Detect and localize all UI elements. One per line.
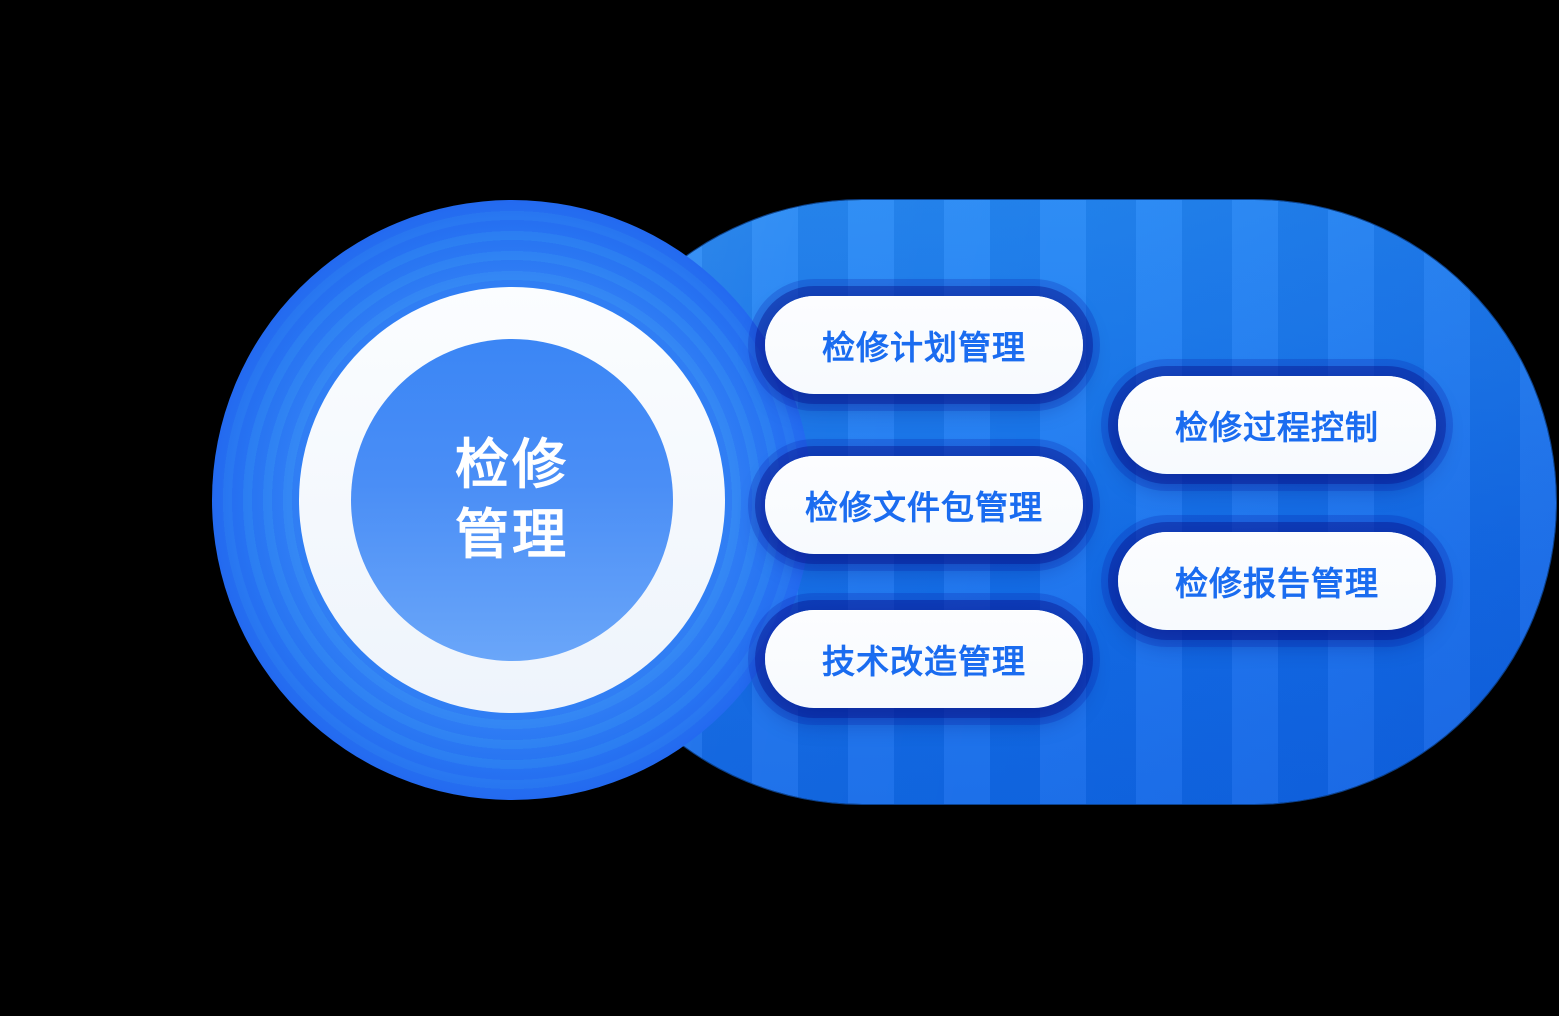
- node-pill-maintenance-process-control[interactable]: 检修过程控制: [1118, 376, 1436, 474]
- node-pill-label: 检修计划管理: [822, 329, 1026, 366]
- node-pill-label: 检修过程控制: [1175, 409, 1379, 446]
- node-pill-maintenance-file-package[interactable]: 检修文件包管理: [765, 456, 1083, 554]
- hub-label-line-2: 管理: [455, 505, 569, 565]
- hub-label-line-1: 检修: [455, 434, 569, 495]
- node-pill-maintenance-report[interactable]: 检修报告管理: [1118, 532, 1436, 630]
- node-pill-label: 技术改造管理: [822, 643, 1026, 680]
- node-pill-label: 检修文件包管理: [805, 489, 1043, 526]
- hub-center-circle[interactable]: 检修 管理: [351, 339, 673, 661]
- node-pill-technical-transformation[interactable]: 技术改造管理: [765, 610, 1083, 708]
- node-pill-label: 检修报告管理: [1175, 565, 1379, 602]
- node-pill-maintenance-plan[interactable]: 检修计划管理: [765, 296, 1083, 394]
